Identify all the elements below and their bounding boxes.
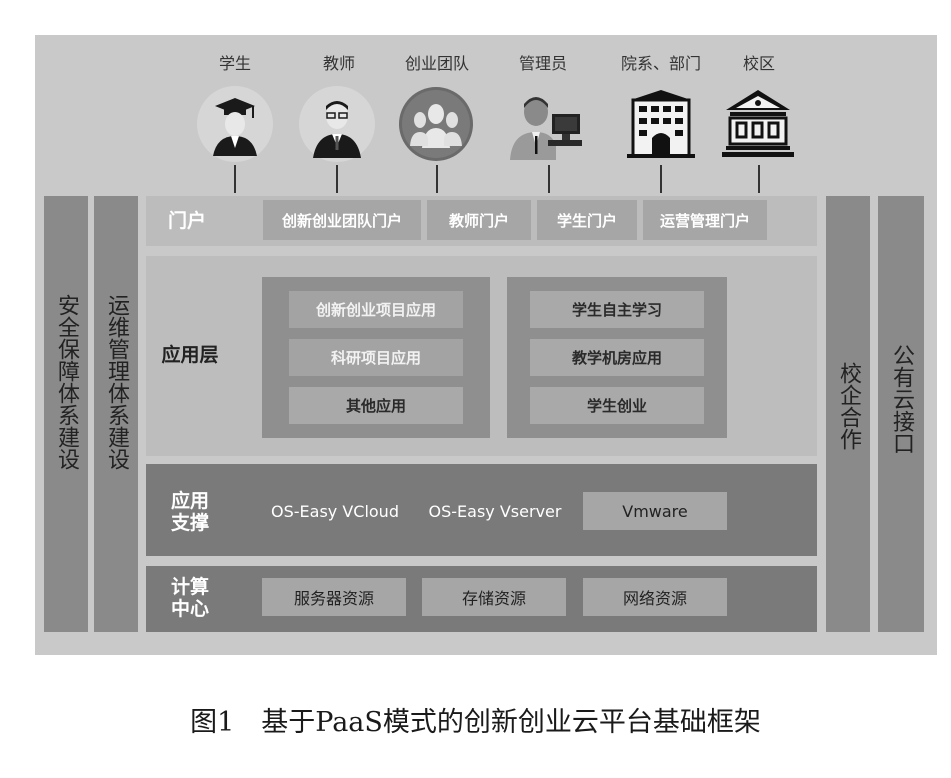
user-label-department: 院系、部门 <box>620 54 701 73</box>
graduate-student-icon <box>197 86 273 162</box>
portal-item: 教师门户 <box>427 200 531 240</box>
compute-item: 存储资源 <box>422 578 566 616</box>
support-layer-label: 应用支撑 <box>170 490 209 534</box>
public-cloud-column-label: 公有云接口 <box>889 344 914 454</box>
teacher-icon <box>299 86 375 162</box>
user-label-student: 学生 <box>218 54 251 73</box>
public-cloud-column: 公有云接口 <box>878 196 924 632</box>
connector-line <box>234 165 236 193</box>
security-column-label: 安全保障体系建设 <box>54 294 79 470</box>
enterprise-column: 校企合作 <box>826 196 870 632</box>
app-item: 科研项目应用 <box>289 339 463 376</box>
user-label-admin: 管理员 <box>518 54 567 73</box>
compute-item: 网络资源 <box>583 578 727 616</box>
support-item: Vmware <box>583 492 727 530</box>
connector-line <box>436 165 438 193</box>
connector-line <box>660 165 662 193</box>
user-label-campus: 校区 <box>742 54 775 73</box>
team-icon <box>398 86 474 162</box>
connector-line <box>336 165 338 193</box>
connector-line <box>758 165 760 193</box>
support-item: OS-Easy Vserver <box>428 501 562 521</box>
portal-label: 门户 <box>168 210 207 232</box>
portal-item: 创新创业团队门户 <box>263 200 421 240</box>
app-item: 其他应用 <box>289 387 463 424</box>
app-item: 学生创业 <box>530 387 704 424</box>
campus-icon <box>720 86 796 162</box>
portal-item: 运营管理门户 <box>643 200 767 240</box>
app-item: 创新创业项目应用 <box>289 291 463 328</box>
portal-item: 学生门户 <box>537 200 637 240</box>
app-item: 教学机房应用 <box>530 339 704 376</box>
support-item: OS-Easy VCloud <box>271 501 399 521</box>
compute-item: 服务器资源 <box>262 578 406 616</box>
figure-caption: 图1 基于PaaS模式的创新创业云平台基础框架 <box>190 707 761 738</box>
application-layer-label: 应用层 <box>161 344 219 366</box>
app-item: 学生自主学习 <box>530 291 704 328</box>
compute-layer-label: 计算中心 <box>170 576 209 620</box>
enterprise-column-label: 校企合作 <box>836 362 861 450</box>
department-building-icon <box>623 86 699 162</box>
connector-line <box>548 165 550 193</box>
administrator-icon <box>508 86 584 162</box>
user-label-teacher: 教师 <box>322 54 355 73</box>
operations-column: 运维管理体系建设 <box>94 196 138 632</box>
security-column: 安全保障体系建设 <box>44 196 88 632</box>
user-label-team: 创业团队 <box>404 54 469 73</box>
operations-column-label: 运维管理体系建设 <box>104 294 129 470</box>
